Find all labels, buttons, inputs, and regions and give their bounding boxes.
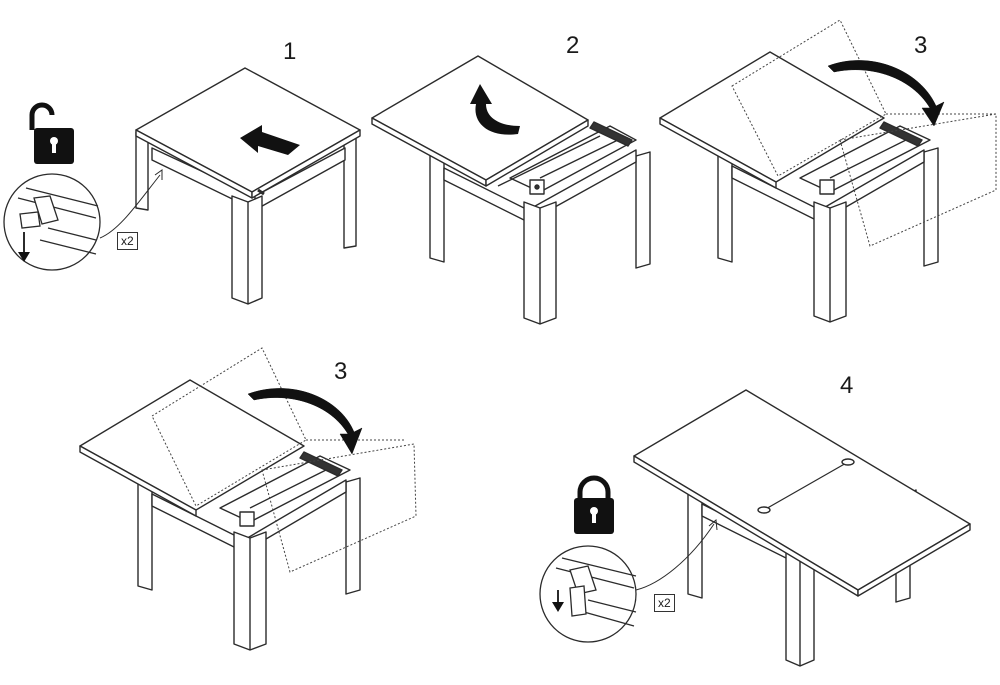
- flip-outline-3a: [732, 20, 996, 246]
- push-arrow-icon: [240, 125, 300, 155]
- table-step-4: [634, 390, 970, 666]
- curved-arrow-icon: [828, 60, 944, 126]
- table-step-2: [372, 56, 650, 324]
- step-number-3a: 3: [914, 32, 928, 59]
- table-step-3a: [660, 52, 938, 322]
- step-number-3b: 3: [334, 358, 348, 385]
- unlock-quantity-badge: x2: [117, 232, 138, 250]
- padlock-open-icon: [32, 105, 74, 164]
- step-number-1: 1: [283, 38, 297, 65]
- curved-arrow-icon: [248, 388, 362, 454]
- padlock-closed-icon: [574, 478, 614, 534]
- unlock-detail-magnifier: [4, 170, 162, 270]
- step-number-2: 2: [566, 32, 580, 59]
- lock-detail-magnifier: [540, 520, 717, 642]
- step-number-4: 4: [840, 372, 854, 399]
- lock-quantity-badge: x2: [654, 594, 675, 612]
- table-step-3b: [80, 380, 360, 650]
- table-step-1: [136, 68, 360, 304]
- curved-arrow-icon: [470, 84, 520, 135]
